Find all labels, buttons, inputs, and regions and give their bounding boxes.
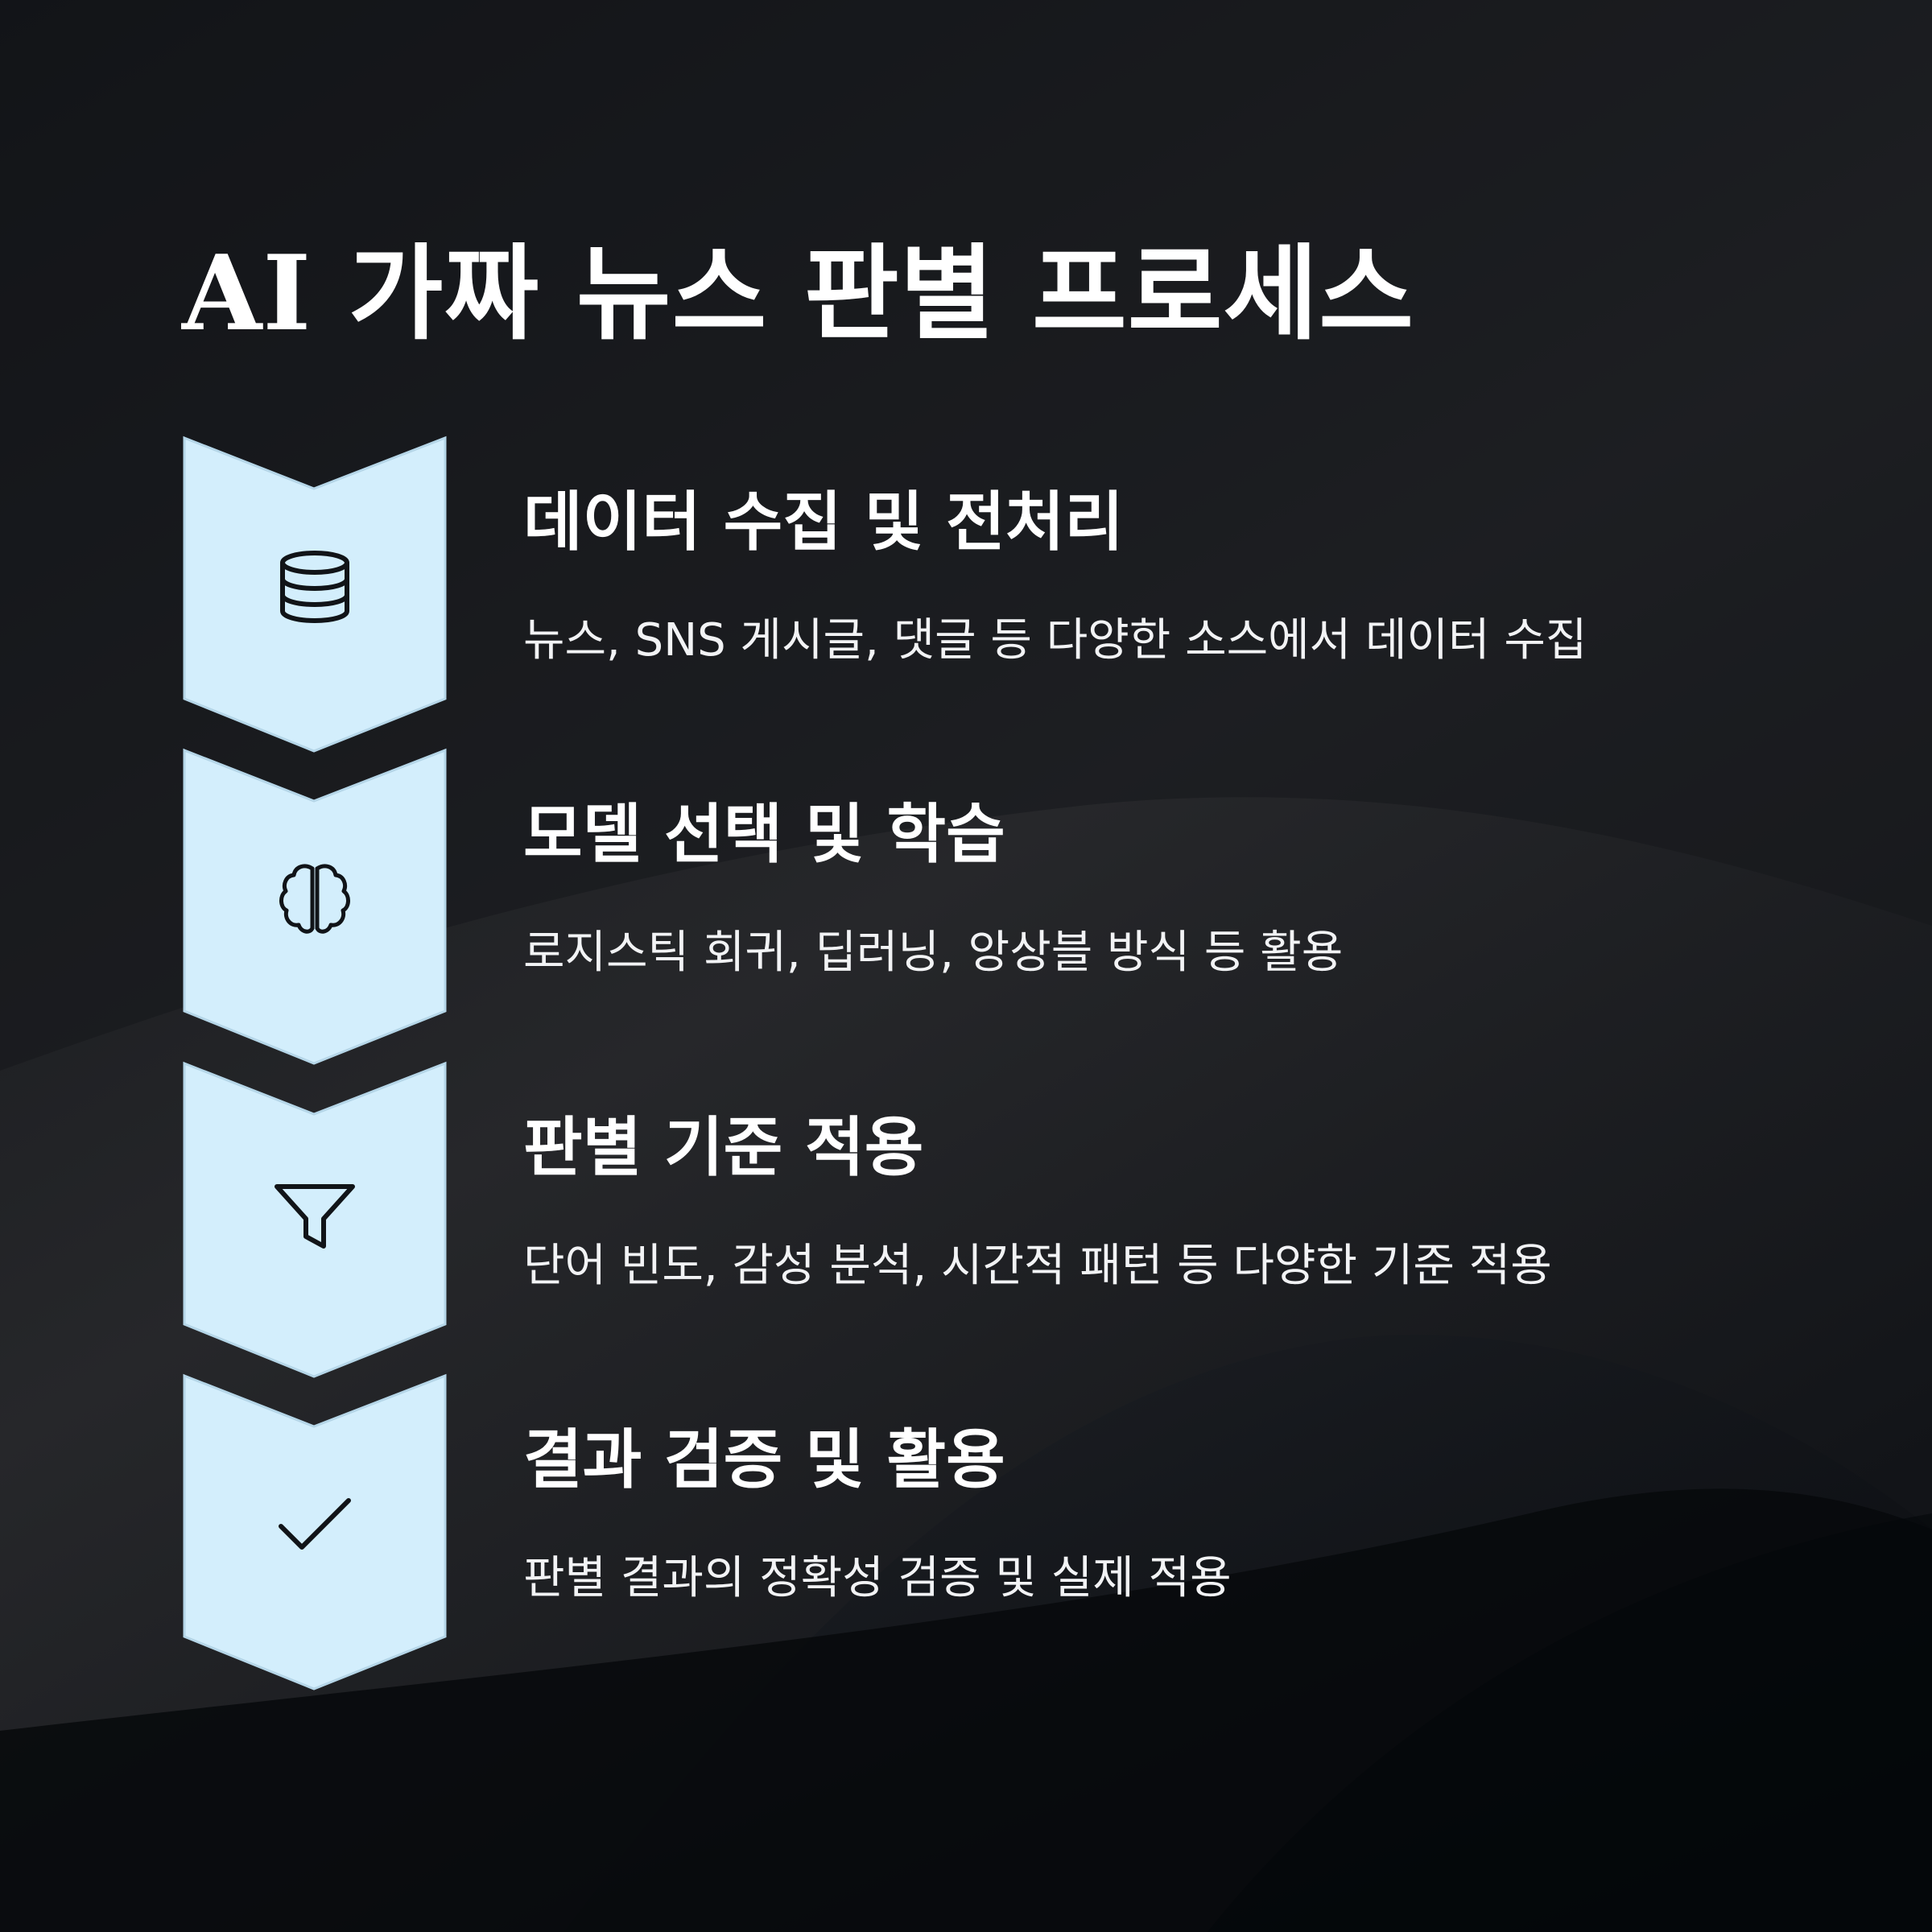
- chevron-shape: [183, 436, 447, 753]
- filter-icon: [275, 1184, 355, 1249]
- step-heading: 판별 기준 적용: [523, 1110, 924, 1185]
- page-title-prefix: AI: [182, 233, 312, 354]
- step-description: 로지스틱 회귀, 딥러닝, 앙상블 방식 등 활용: [523, 927, 1344, 979]
- step-description: 단어 빈도, 감성 분석, 시간적 패턴 등 다양한 기준 적용: [523, 1240, 1552, 1292]
- chevron-shape: [183, 748, 447, 1065]
- process-step-4: 결과 검증 및 활용 판별 결과의 정확성 검증 및 실제 적용: [182, 1373, 1752, 1691]
- check-icon: [279, 1498, 351, 1550]
- process-step-1: 데이터 수집 및 전처리 뉴스, SNS 게시글, 댓글 등 다양한 소스에서 …: [182, 436, 1752, 753]
- brain-icon: [279, 864, 350, 934]
- database-icon: [280, 551, 349, 623]
- step-heading: 데이터 수집 및 전처리: [523, 485, 1124, 559]
- step-description: 뉴스, SNS 게시글, 댓글 등 다양한 소스에서 데이터 수집: [523, 614, 1587, 667]
- chevron-shape: [183, 1061, 447, 1378]
- step-heading: 결과 검증 및 활용: [523, 1422, 1005, 1497]
- process-step-2: 모델 선택 및 학습 로지스틱 회귀, 딥러닝, 앙상블 방식 등 활용: [182, 748, 1752, 1066]
- page-title: AI 가짜 뉴스 판별 프로세스: [182, 233, 1414, 355]
- process-step-3: 판별 기준 적용 단어 빈도, 감성 분석, 시간적 패턴 등 다양한 기준 적…: [182, 1061, 1752, 1379]
- step-heading: 모델 선택 및 학습: [523, 797, 1005, 872]
- page-title-main: 가짜 뉴스 판별 프로세스: [312, 234, 1415, 354]
- step-description: 판별 결과의 정확성 검증 및 실제 적용: [523, 1552, 1232, 1604]
